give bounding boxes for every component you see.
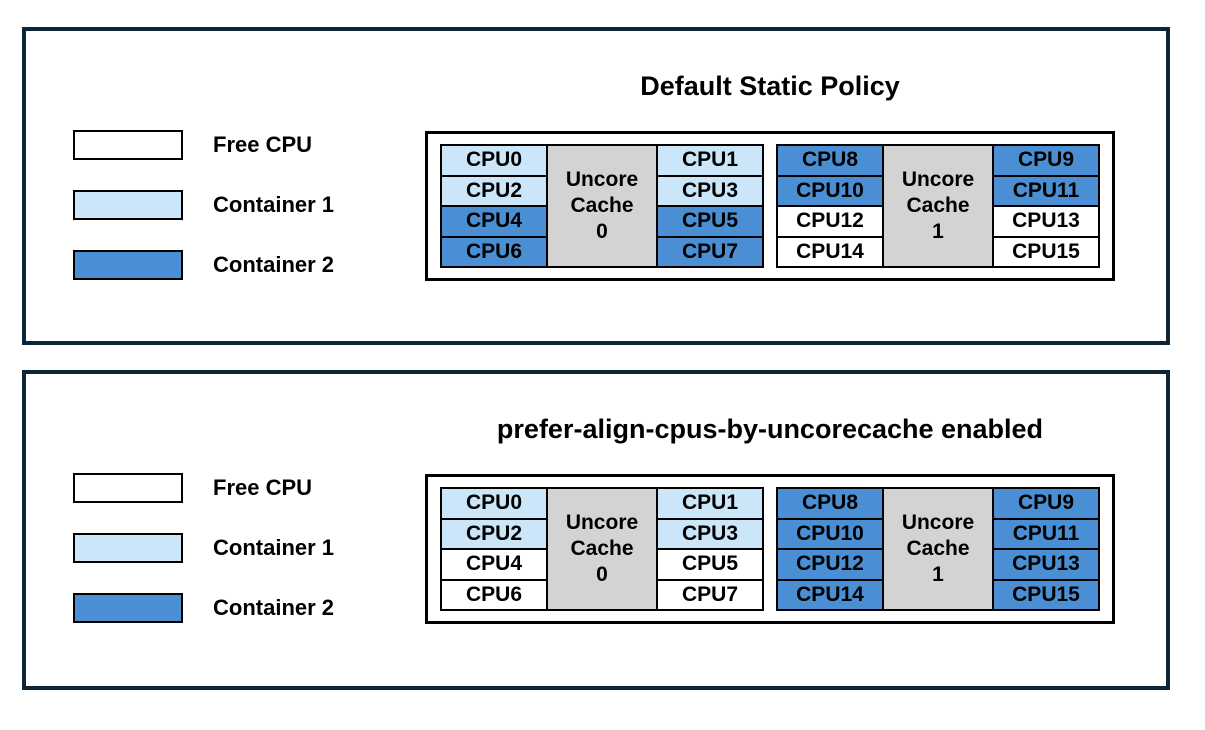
cpu-cell: CPU10 — [776, 517, 884, 550]
cpu-column-left: CPU0 CPU2 CPU4 CPU6 — [440, 144, 548, 268]
cpu-cell: CPU13 — [992, 548, 1100, 581]
legend-color-swatch — [73, 130, 183, 160]
uncore-cache-label: Uncore Cache — [901, 511, 975, 560]
legend-item-container-1: Container 1 — [73, 190, 334, 220]
cpu-column-left: CPU0 CPU2 CPU4 CPU6 — [440, 487, 548, 611]
uncore-cache-box: Uncore Cache 0 — [546, 487, 658, 611]
cpu-cell: CPU10 — [776, 174, 884, 207]
cpu-cell: CPU3 — [656, 517, 764, 550]
uncore-cache-box: Uncore Cache 1 — [882, 487, 994, 611]
cpu-cell: CPU8 — [776, 487, 884, 520]
legend-label: Container 1 — [213, 192, 335, 217]
cpu-cell: CPU11 — [992, 517, 1100, 550]
uncore-cache-label: Uncore Cache — [565, 168, 639, 217]
cpu-column-left: CPU8 CPU10 CPU12 CPU14 — [776, 487, 884, 611]
cpu-cell: CPU0 — [440, 144, 548, 177]
uncore-cache-1-group: CPU8 CPU10 CPU12 CPU14 Uncore Cache 1 CP… — [776, 144, 1100, 268]
legend-color-swatch — [73, 593, 183, 623]
cpu-column-right: CPU1 CPU3 CPU5 CPU7 — [656, 487, 764, 611]
uncore-cache-number: 1 — [932, 563, 944, 586]
uncore-cache-box: Uncore Cache 0 — [546, 144, 658, 268]
cpu-cell: CPU5 — [656, 205, 764, 238]
uncore-cache-1-group: CPU8 CPU10 CPU12 CPU14 Uncore Cache 1 CP… — [776, 487, 1100, 611]
cpu-cell: CPU7 — [656, 235, 764, 268]
uncore-cache-label: Uncore Cache — [901, 168, 975, 217]
legend: Free CPU Container 1 Container 2 — [73, 130, 334, 310]
panel-prefer-align-cpus: prefer-align-cpus-by-uncorecache enabled… — [22, 370, 1170, 690]
legend-label: Container 2 — [213, 252, 335, 277]
legend-label: Free CPU — [213, 132, 313, 157]
cpu-cell: CPU6 — [440, 578, 548, 611]
cpu-column-right: CPU9 CPU11 CPU13 CPU15 — [992, 487, 1100, 611]
cpu-cell: CPU7 — [656, 578, 764, 611]
cpu-cell: CPU5 — [656, 548, 764, 581]
legend-item-free-cpu: Free CPU — [73, 473, 334, 503]
cpu-cell: CPU4 — [440, 205, 548, 238]
cpu-cell: CPU0 — [440, 487, 548, 520]
uncore-cache-number: 0 — [596, 563, 608, 586]
cpu-cell: CPU2 — [440, 174, 548, 207]
cpu-topology-diagram: CPU0 CPU2 CPU4 CPU6 Uncore Cache 0 CPU1 … — [425, 474, 1115, 624]
legend-item-free-cpu: Free CPU — [73, 130, 334, 160]
uncore-cache-number: 0 — [596, 220, 608, 243]
cpu-cell: CPU6 — [440, 235, 548, 268]
legend-label: Free CPU — [213, 475, 313, 500]
cpu-cell: CPU8 — [776, 144, 884, 177]
cpu-topology-diagram: CPU0 CPU2 CPU4 CPU6 Uncore Cache 0 CPU1 … — [425, 131, 1115, 281]
cpu-cell: CPU11 — [992, 174, 1100, 207]
cpu-cell: CPU12 — [776, 548, 884, 581]
cpu-column-left: CPU8 CPU10 CPU12 CPU14 — [776, 144, 884, 268]
legend-item-container-2: Container 2 — [73, 593, 334, 623]
legend-item-container-1: Container 1 — [73, 533, 334, 563]
cpu-cell: CPU1 — [656, 144, 764, 177]
legend-item-container-2: Container 2 — [73, 250, 334, 280]
uncore-cache-0-group: CPU0 CPU2 CPU4 CPU6 Uncore Cache 0 CPU1 … — [440, 487, 764, 611]
cpu-cell: CPU15 — [992, 578, 1100, 611]
cpu-cell: CPU9 — [992, 487, 1100, 520]
legend-color-swatch — [73, 473, 183, 503]
uncore-cache-label: Uncore Cache — [565, 511, 639, 560]
cpu-cell: CPU13 — [992, 205, 1100, 238]
legend-color-swatch — [73, 533, 183, 563]
cpu-cell: CPU12 — [776, 205, 884, 238]
cpu-column-right: CPU9 CPU11 CPU13 CPU15 — [992, 144, 1100, 268]
cpu-cell: CPU2 — [440, 517, 548, 550]
uncore-cache-0-group: CPU0 CPU2 CPU4 CPU6 Uncore Cache 0 CPU1 … — [440, 144, 764, 268]
cpu-cell: CPU3 — [656, 174, 764, 207]
cpu-column-right: CPU1 CPU3 CPU5 CPU7 — [656, 144, 764, 268]
cpu-cell: CPU15 — [992, 235, 1100, 268]
legend-color-swatch — [73, 190, 183, 220]
cpu-cell: CPU14 — [776, 235, 884, 268]
cpu-cell: CPU4 — [440, 548, 548, 581]
panel-title: Default Static Policy — [640, 71, 900, 101]
uncore-cache-box: Uncore Cache 1 — [882, 144, 994, 268]
cpu-cell: CPU1 — [656, 487, 764, 520]
legend-label: Container 2 — [213, 595, 335, 620]
panel-default-static-policy: Default Static Policy Free CPU Container… — [22, 27, 1170, 345]
uncore-cache-number: 1 — [932, 220, 944, 243]
cpu-cell: CPU14 — [776, 578, 884, 611]
panel-title: prefer-align-cpus-by-uncorecache enabled — [496, 414, 1044, 444]
legend: Free CPU Container 1 Container 2 — [73, 473, 334, 653]
cpu-cell: CPU9 — [992, 144, 1100, 177]
legend-color-swatch — [73, 250, 183, 280]
legend-label: Container 1 — [213, 535, 335, 560]
